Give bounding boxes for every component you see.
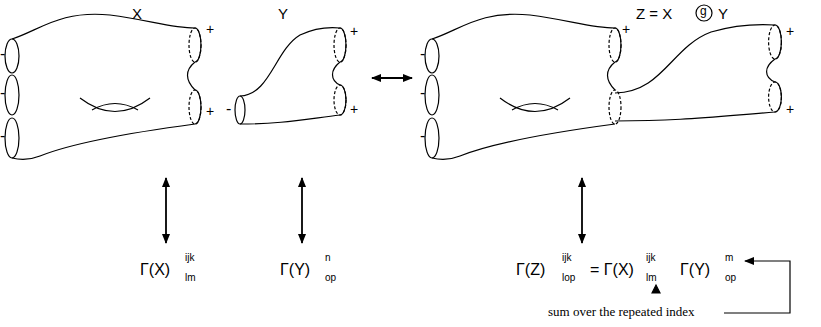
boundary-sign: + <box>786 24 794 38</box>
surface-name: Y <box>278 6 288 21</box>
invariant: Γ(Z) <box>516 262 545 278</box>
upper-index: ijk <box>562 253 571 263</box>
boundary-sign: + <box>206 104 214 118</box>
boundary-sign: + <box>206 22 214 36</box>
invariant: Γ(Y) <box>680 262 710 278</box>
boundary-sign: - <box>0 46 5 62</box>
boundary-sign: - <box>226 101 231 117</box>
surface-z-attached <box>615 25 781 121</box>
boundary-sign: + <box>622 22 630 36</box>
surface-y <box>235 28 346 124</box>
invariant: Γ(Y) <box>280 262 310 278</box>
upper-index: n <box>325 253 331 263</box>
upper-index: ijk <box>185 253 194 263</box>
surface-name: Z = X <box>636 6 672 21</box>
boundary-sign: + <box>350 24 358 38</box>
surface-z <box>425 14 621 159</box>
boundary-sign: + <box>350 102 358 116</box>
boundary-sign: - <box>420 85 425 101</box>
lower-index: op <box>325 273 336 283</box>
gluing-circle <box>696 5 712 21</box>
invariant: Γ(X) <box>140 262 170 278</box>
invariant: = Γ(X) <box>590 262 634 278</box>
lower-index: lm <box>185 273 196 283</box>
boundary-sign: + <box>786 102 794 116</box>
upper-index: ijk <box>646 253 655 263</box>
boundary-sign: - <box>0 85 5 101</box>
surface-x <box>5 14 201 159</box>
surface-name: X <box>132 6 142 21</box>
upper-index: m <box>725 253 733 263</box>
surface-name: Y <box>718 6 728 21</box>
lower-index: op <box>725 273 736 283</box>
annotation-note: sum over the repeated index <box>548 305 695 318</box>
gluing-symbol: g <box>700 5 707 17</box>
lower-index: lm <box>646 273 657 283</box>
boundary-sign: - <box>0 128 5 144</box>
lower-index: lop <box>562 273 575 283</box>
boundary-sign: - <box>420 46 425 62</box>
boundary-sign: - <box>420 128 425 144</box>
